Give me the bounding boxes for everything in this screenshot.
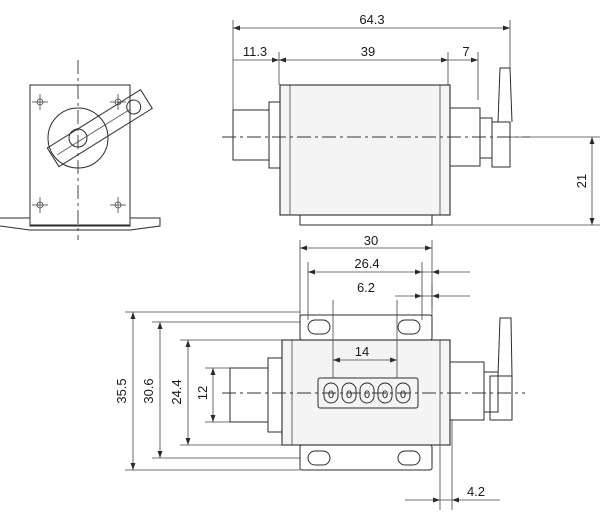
side-view-lever [46,89,153,168]
counter-digit: 0 [400,389,406,401]
dim-lever-gap: 4.2 [467,484,485,499]
dim-body-height: 24.4 [169,379,184,404]
side-view-holes [32,94,126,213]
dim-hole-offset: 6.2 [357,280,375,295]
dim-base-width: 30 [364,233,378,248]
dim-body-length: 39 [361,44,375,59]
dim-shaft-length: 11.3 [243,44,267,59]
front-view: 30 26.4 6.2 [114,233,525,510]
top-view: 64.3 11.3 39 7 21 [222,12,600,226]
dim-shaft-diameter: 12 [195,386,210,400]
counter-digit: 0 [346,389,352,401]
mounting-slot [397,450,421,466]
top-view-body [279,84,451,216]
dim-overall-length: 64.3 [359,12,384,27]
top-view-base [299,214,433,226]
front-view-bottom-flange [299,444,433,471]
dim-hole-span: 26.4 [354,256,379,271]
mounting-slot [307,319,331,335]
dim-total-height: 35.5 [114,378,129,403]
front-view-lever-block [489,375,513,421]
side-view [0,60,161,240]
dim-window-width: 14 [355,344,369,359]
dim-hole-pitch: 30.6 [141,378,156,403]
top-view-shaft [232,109,270,161]
side-view-bracket [29,84,131,226]
front-view-shaft [229,367,269,423]
counter-digit: 0 [382,389,388,401]
mounting-slot [397,319,421,335]
counter-digit: 0 [328,389,334,401]
side-view-base-flange [0,217,161,231]
mounting-slot [307,450,331,466]
dim-lever-offset: 7 [462,44,469,59]
counter-digit: 0 [364,389,370,401]
top-view-lever-block [491,121,511,168]
front-view-top-flange [299,314,433,341]
dim-center-height: 21 [574,174,589,188]
